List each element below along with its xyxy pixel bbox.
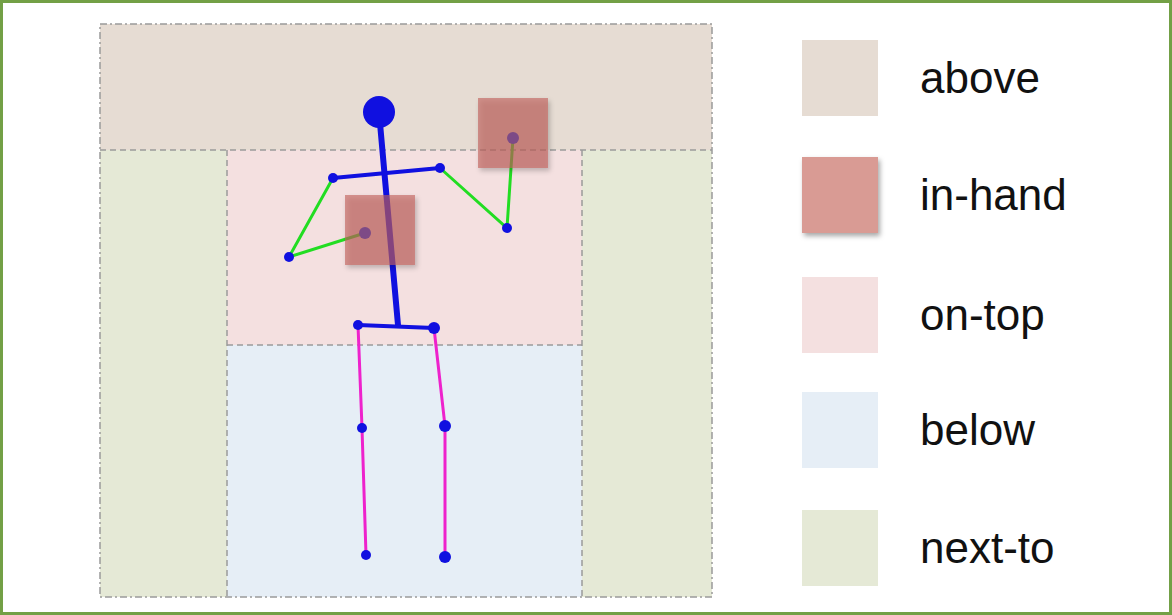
legend-swatch [802, 277, 878, 353]
legend-swatch [802, 157, 878, 233]
in-hand-boxes [345, 98, 548, 265]
legend-label: on-top [920, 291, 1045, 339]
below-region [227, 345, 582, 597]
legend-swatch [802, 40, 878, 116]
legend-swatch [802, 510, 878, 586]
legend-label: next-to [920, 524, 1055, 572]
legend-swatch [802, 392, 878, 468]
legend-label: in-hand [920, 171, 1067, 219]
legend-label: above [920, 54, 1040, 102]
next-to-region [100, 150, 227, 597]
on-top-region [227, 150, 582, 345]
next-to-region [582, 150, 712, 597]
legend-label: below [920, 406, 1035, 454]
region-borders [100, 24, 712, 597]
above-region [100, 24, 712, 150]
